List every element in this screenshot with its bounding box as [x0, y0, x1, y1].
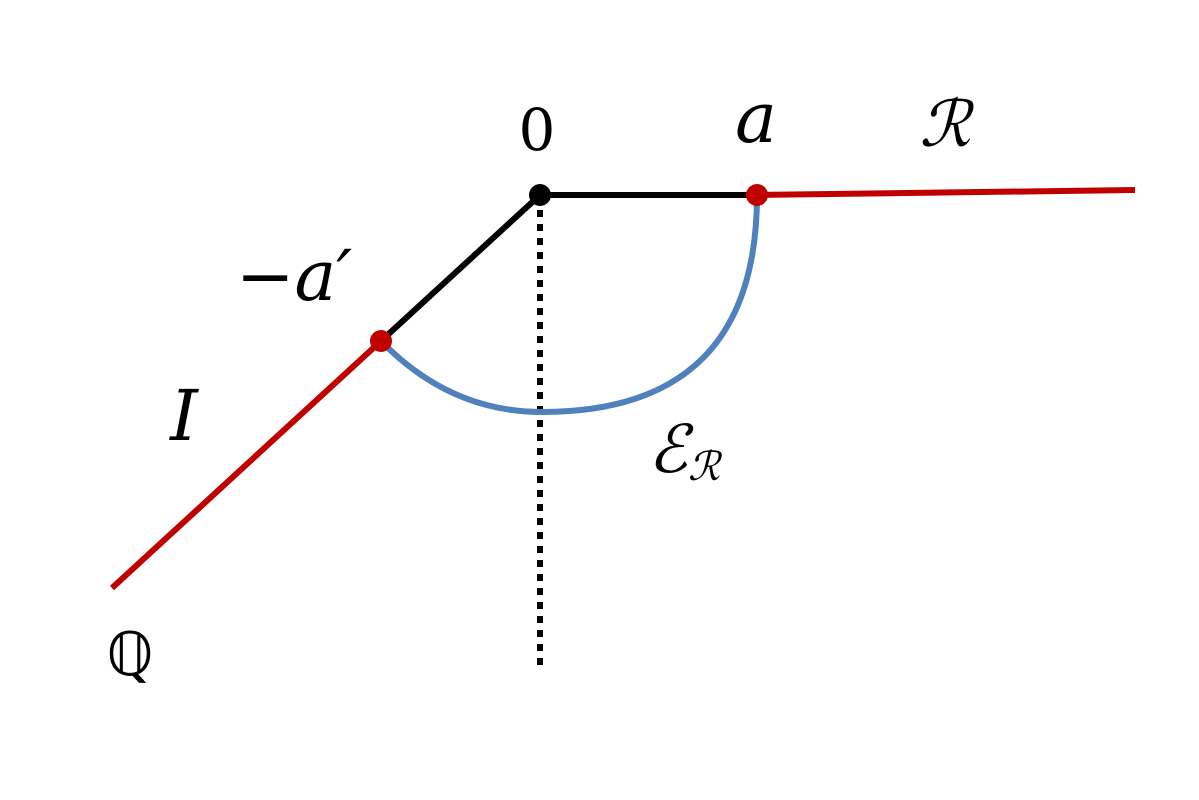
label-q: ℚ	[106, 620, 153, 690]
label-origin: 0	[519, 96, 556, 164]
label-e-subscript: ℛ	[688, 444, 723, 490]
label-e-r: ℰℛ	[648, 411, 723, 490]
blue-arc-e-r	[378, 194, 760, 416]
label-i: I	[168, 375, 199, 457]
origin-point	[529, 184, 551, 206]
label-e-main: ℰ	[648, 411, 694, 488]
red-ray-i	[109, 338, 384, 591]
label-a: a	[735, 77, 777, 159]
endpoint-a	[746, 184, 768, 206]
red-ray-r	[756, 187, 1136, 198]
label-neg-a-prime: −a′	[236, 235, 352, 317]
label-r: ℛ	[919, 88, 974, 162]
endpoint-neg-a-prime	[370, 330, 392, 352]
black-segment-origin-to-neg-a-prime	[378, 192, 543, 344]
